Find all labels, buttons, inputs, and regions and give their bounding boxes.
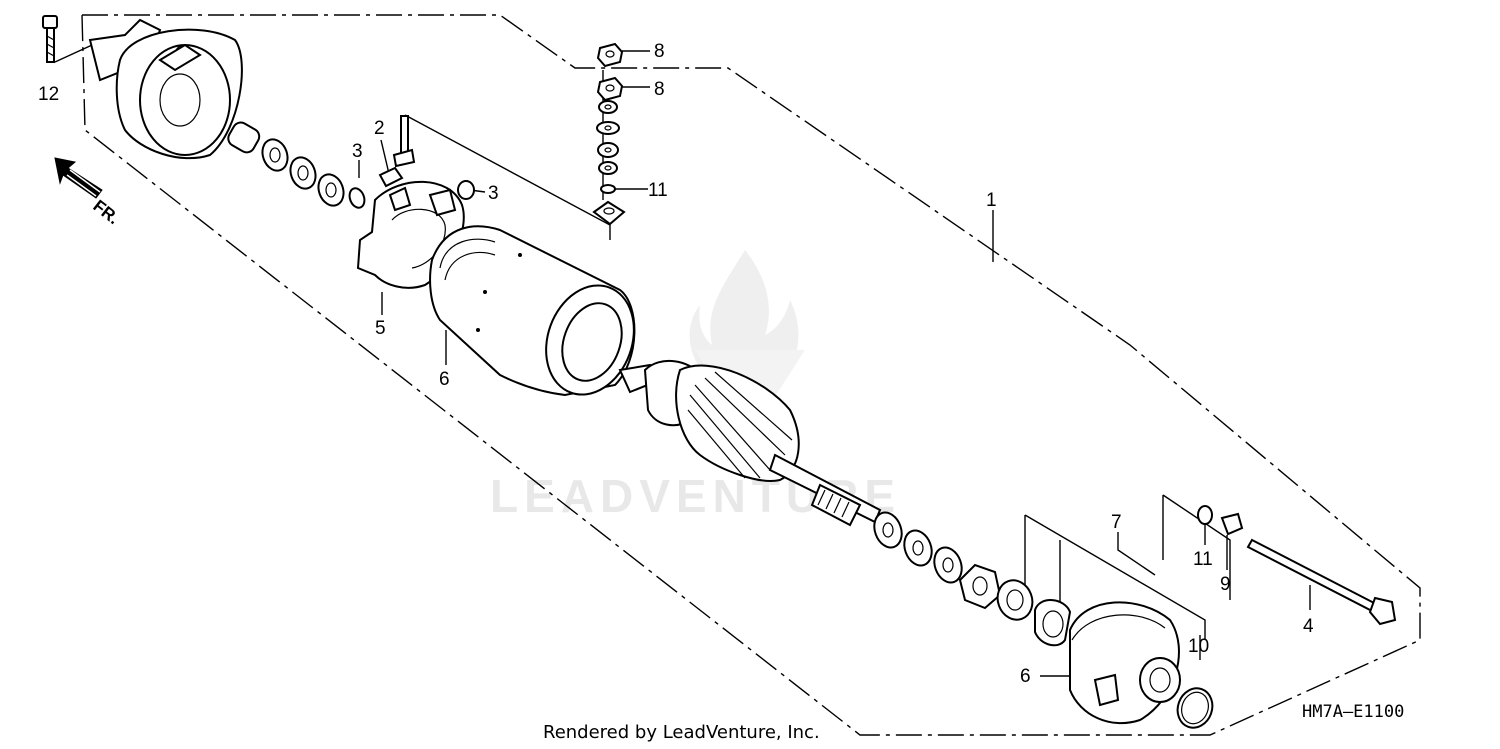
callout-6b[interactable]: 6 <box>1020 666 1031 687</box>
credit-text: Rendered by LeadVenture, Inc. <box>543 722 820 743</box>
assembly-boundary <box>81 14 1421 736</box>
callout-11b[interactable]: 11 <box>1193 549 1213 570</box>
terminal-bracket <box>1162 494 1231 600</box>
diagram-code: HM7A—E1100 <box>1302 702 1404 722</box>
screw-2 <box>378 115 416 188</box>
callout-12[interactable]: 12 <box>38 84 59 105</box>
callout-3a[interactable]: 3 <box>352 141 363 162</box>
terminal-nut-9 <box>1220 512 1244 536</box>
washer-left-3 <box>317 173 345 207</box>
callout-8a[interactable]: 8 <box>654 41 665 62</box>
terminal-insulator <box>592 200 626 226</box>
callout-9[interactable]: 9 <box>1220 574 1231 595</box>
needle-bearing <box>1034 599 1072 647</box>
lock-washer <box>958 563 1002 610</box>
o-ring-11a <box>600 184 616 194</box>
callout-1[interactable]: 1 <box>986 190 997 211</box>
callout-2[interactable]: 2 <box>374 118 385 139</box>
callout-5[interactable]: 5 <box>375 318 386 339</box>
front-direction-arrow-icon <box>54 157 103 199</box>
rear-cover <box>88 18 243 160</box>
bolt-12 <box>42 15 58 63</box>
nut-8a <box>596 42 624 68</box>
front-label: FR. <box>90 196 123 228</box>
long-bolt-4 <box>1246 538 1397 626</box>
callout-7[interactable]: 7 <box>1111 512 1122 533</box>
washer-right-1 <box>873 511 903 549</box>
callout-6a[interactable]: 6 <box>439 369 450 390</box>
brush-3b <box>457 180 475 200</box>
nut-8b <box>596 76 624 102</box>
armature <box>618 359 882 527</box>
washer-left-2 <box>289 156 317 190</box>
brush-3a <box>348 187 366 209</box>
bearing <box>996 579 1034 621</box>
callout-4[interactable]: 4 <box>1303 616 1314 637</box>
callout-3b[interactable]: 3 <box>488 183 499 204</box>
washer-stack <box>596 100 620 175</box>
washer-right-2 <box>903 529 933 567</box>
washer-left-1 <box>261 138 289 172</box>
o-ring-10 <box>1176 687 1214 729</box>
bushing <box>227 121 261 154</box>
front-housing-7 <box>1069 601 1181 725</box>
o-ring-11b <box>1197 505 1213 525</box>
yoke-6 <box>429 225 636 397</box>
washer-right-3 <box>933 546 963 584</box>
callout-11a[interactable]: 11 <box>648 180 668 201</box>
callout-8b[interactable]: 8 <box>654 79 665 100</box>
leader-7 <box>1117 532 1156 576</box>
callout-10[interactable]: 10 <box>1188 636 1209 657</box>
